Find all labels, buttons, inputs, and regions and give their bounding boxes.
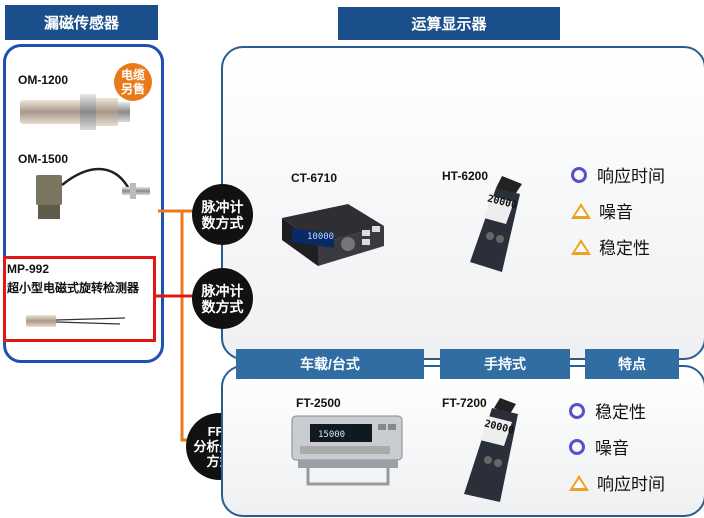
triangle-icon xyxy=(571,238,591,255)
feature-label: 噪音 xyxy=(599,203,633,222)
badge-line: 另售 xyxy=(120,82,145,96)
feature-item: 响应时间 xyxy=(569,470,665,495)
cable-sold-separately-badge: 电缆 另售 xyxy=(114,63,152,101)
om1200-label: OM-1200 xyxy=(18,73,69,87)
display-panel-top xyxy=(221,46,704,360)
vehicle-desktop-header: 车载/台式 xyxy=(236,349,424,379)
mp992-label: MP-992 xyxy=(7,262,50,276)
om1500-sensor-image xyxy=(36,168,150,219)
feature-item: 噪音 xyxy=(571,198,633,223)
om1200-sensor-image xyxy=(20,94,130,130)
ft2500-device-image xyxy=(291,415,403,486)
ct6710-device-image xyxy=(282,204,384,266)
ct6710-screen: 10000 xyxy=(307,232,335,242)
mp992-description: 超小型电磁式旋转检测器 xyxy=(7,281,140,295)
badge-line: 脉冲计 xyxy=(201,282,244,299)
circle-icon xyxy=(569,438,585,455)
circle-icon xyxy=(569,402,585,419)
mp992-highlight-box xyxy=(3,256,156,342)
ft7200-device-image xyxy=(464,398,518,502)
feature-label: 响应时间 xyxy=(597,475,665,494)
ct6710-label: CT-6710 xyxy=(291,171,338,185)
ht6200-device-image xyxy=(470,176,522,272)
badge-line: 数方式 xyxy=(201,298,244,315)
circle-icon xyxy=(571,166,587,183)
feature-item: 稳定性 xyxy=(569,398,646,423)
ft2500-label: FT-2500 xyxy=(296,396,341,410)
triangle-icon xyxy=(571,202,591,219)
feature-item: 稳定性 xyxy=(571,234,650,259)
ht6200-label: HT-6200 xyxy=(442,169,489,183)
pulse-counting-badge-2: 脉冲计 数方式 xyxy=(192,268,253,329)
mp992-sensor-image xyxy=(26,315,126,327)
ft2500-screen: 15000 xyxy=(318,430,346,440)
ft7200-label: FT-7200 xyxy=(442,396,487,410)
display-header: 运算显示器 xyxy=(338,7,560,40)
triangle-icon xyxy=(569,474,589,491)
pulse-counting-badge-1: 脉冲计 数方式 xyxy=(192,184,253,245)
feature-item: 响应时间 xyxy=(571,162,665,187)
handheld-header: 手持式 xyxy=(440,349,570,379)
feature-label: 响应时间 xyxy=(597,167,665,186)
sensor-header: 漏磁传感器 xyxy=(5,5,158,40)
features-header: 特点 xyxy=(585,349,679,379)
feature-label: 稳定性 xyxy=(599,239,650,258)
feature-label: 噪音 xyxy=(595,439,629,458)
feature-item: 噪音 xyxy=(569,434,629,459)
om1500-label: OM-1500 xyxy=(18,152,69,166)
feature-label: 稳定性 xyxy=(595,403,646,422)
badge-line: 电缆 xyxy=(120,68,145,82)
badge-line: 数方式 xyxy=(201,214,244,231)
badge-line: 脉冲计 xyxy=(201,198,244,215)
